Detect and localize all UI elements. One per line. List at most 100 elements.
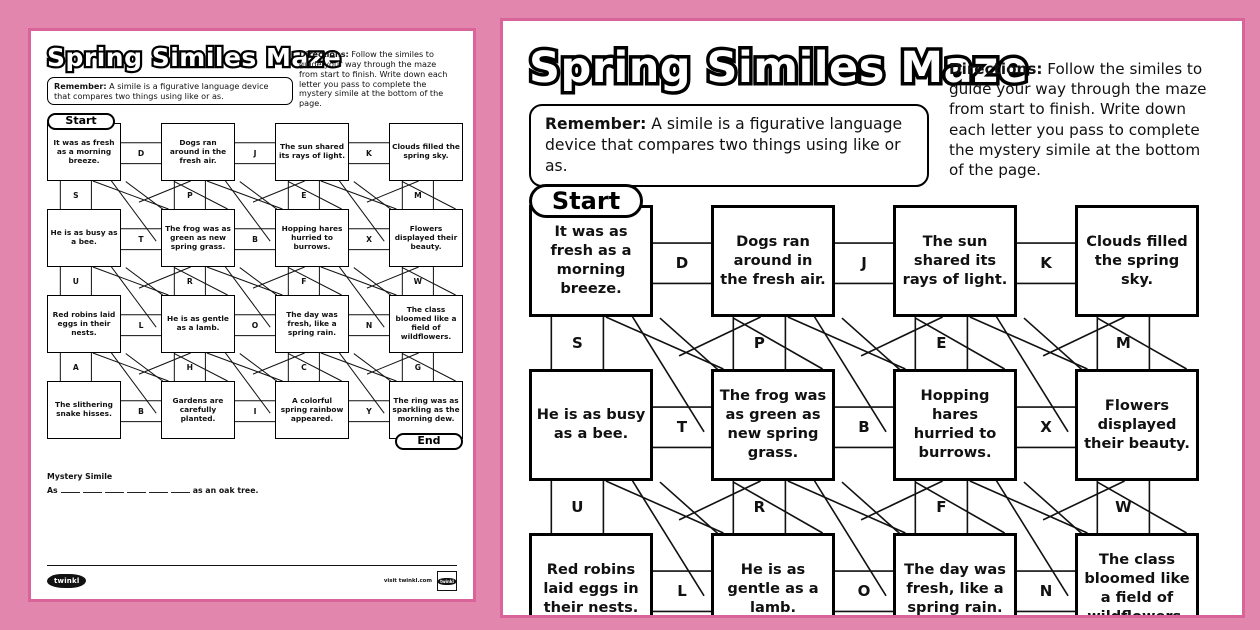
directions-body: Follow the similes to guide your way thr…: [299, 49, 448, 109]
answer-blank[interactable]: [170, 486, 190, 494]
maze-cell[interactable]: Dogs ran around in the fresh air.: [161, 123, 235, 182]
maze-letter-horizontal: L: [138, 320, 144, 330]
directions-text: Directions: Follow the similes to guide …: [949, 47, 1216, 180]
maze-letter-vertical: R: [753, 498, 766, 517]
maze-cell[interactable]: Red robins laid eggs in their nests.: [529, 533, 653, 615]
remember-text: A simile is a figurative language device…: [545, 115, 903, 176]
maze-letter-horizontal: T: [676, 418, 688, 437]
maze-letter-vertical: H: [186, 362, 194, 372]
directions-text: Directions: Follow the similes to guide …: [299, 45, 457, 109]
maze-cell[interactable]: Flowers displayed their beauty.: [389, 209, 463, 268]
maze-letter-horizontal: K: [366, 148, 372, 158]
maze-cell[interactable]: The sun shared its rays of light.: [893, 205, 1017, 318]
maze-cell[interactable]: He is as busy as a bee.: [529, 369, 653, 482]
enlarged-header-left: Spring Similes Maze Remember: A simile i…: [526, 43, 1032, 188]
enlarged-header-right: Directions: Follow the similes to guide …: [949, 47, 1216, 180]
maze-letter-vertical: S: [571, 334, 583, 353]
twinkl-logo[interactable]: twinkl: [47, 574, 87, 588]
maze-grid-enlarged[interactable]: It was as fresh as a morning breeze. Dogs…: [529, 184, 1229, 615]
maze-letter-vertical: A: [72, 362, 79, 372]
maze-letter-vertical: F: [301, 276, 307, 286]
maze-letter-vertical: W: [1115, 498, 1132, 517]
maze-grid-thumbnail[interactable]: It was as fresh as a morning breeze. Dogs…: [47, 112, 467, 468]
maze-letter-vertical: G: [414, 362, 421, 372]
maze-cell[interactable]: He is as gentle as a lamb.: [711, 533, 835, 615]
mystery-prefix: As: [47, 486, 58, 496]
maze-letter-vertical: C: [301, 362, 307, 372]
remember-box: Remember: A simile is a figurative langu…: [47, 77, 293, 106]
page-title: Spring Similes Maze: [45, 43, 343, 73]
maze-cell[interactable]: It was as fresh as a morning breeze.: [529, 205, 653, 318]
remember-text: A simile is a figurative language device…: [54, 81, 269, 102]
worksheet-footer: twinkl visit twinkl.com twinkl: [47, 565, 457, 591]
end-button[interactable]: End: [394, 432, 463, 450]
maze-letter-vertical: P: [187, 190, 193, 200]
maze-letter-vertical: R: [186, 276, 193, 286]
mystery-heading: Mystery Simile: [47, 472, 113, 482]
maze-cell[interactable]: The frog was as green as new spring gras…: [161, 209, 235, 268]
answer-blank[interactable]: [82, 486, 102, 494]
thumbnail-header-left: Spring Similes Maze Remember: A simile i…: [45, 43, 343, 106]
maze-letter-vertical: E: [301, 190, 307, 200]
maze-letter-horizontal: Y: [366, 406, 372, 416]
maze-letter-horizontal: D: [137, 148, 145, 158]
maze-letter-horizontal: K: [1040, 254, 1052, 273]
maze-letter-vertical: W: [413, 276, 423, 286]
maze-letter-horizontal: B: [252, 234, 258, 244]
maze-cell[interactable]: The frog was as green as new spring gras…: [711, 369, 835, 482]
maze-cell[interactable]: It was as fresh as a morning breeze.: [47, 123, 121, 182]
answer-blank[interactable]: [104, 486, 124, 494]
maze-letter-horizontal: T: [138, 234, 144, 244]
maze-letter-horizontal: X: [366, 234, 372, 244]
maze-cell[interactable]: Red robins laid eggs in their nests.: [47, 295, 121, 354]
maze-cell[interactable]: He is as busy as a bee.: [47, 209, 121, 268]
maze-cell[interactable]: Flowers displayed their beauty.: [1075, 369, 1199, 482]
maze-letter-horizontal: O: [251, 320, 259, 330]
maze-letter-horizontal: L: [677, 582, 687, 601]
answer-blank[interactable]: [148, 486, 168, 494]
maze-letter-horizontal: N: [365, 320, 373, 330]
maze-letter-horizontal: I: [253, 406, 257, 416]
maze-cell[interactable]: Clouds filled the spring sky.: [1075, 205, 1199, 318]
maze-cell[interactable]: Hopping hares hurried to burrows.: [275, 209, 349, 268]
maze-letter-vertical: S: [73, 190, 79, 200]
worksheet-enlarged[interactable]: Spring Similes Maze Remember: A simile i…: [500, 18, 1245, 618]
maze-cell[interactable]: A colorful spring rainbow appeared.: [275, 381, 349, 440]
answer-blank[interactable]: [60, 486, 80, 494]
maze-letter-vertical: M: [414, 190, 422, 200]
maze-cell[interactable]: Gardens are carefully planted.: [161, 381, 235, 440]
maze-cell[interactable]: The day was fresh, like a spring rain.: [275, 295, 349, 354]
twinkl-badge-label: twinkl: [438, 577, 456, 585]
maze-letter-horizontal: X: [1040, 418, 1052, 437]
maze-cell[interactable]: The ring was as sparkling as the morning…: [389, 381, 463, 440]
maze-cell[interactable]: The class bloomed like a field of wildfl…: [389, 295, 463, 354]
directions-label: Directions:: [299, 49, 349, 59]
mystery-answer-line[interactable]: As as an oak tree.: [47, 486, 457, 495]
mystery-simile-thumbnail: Mystery Simile As as an oak tree.: [47, 472, 457, 495]
maze-cell[interactable]: He is as gentle as a lamb.: [161, 295, 235, 354]
answer-blank[interactable]: [126, 486, 146, 494]
maze-letter-horizontal: O: [857, 582, 871, 601]
maze-cell[interactable]: The slithering snake hisses.: [47, 381, 121, 440]
start-button[interactable]: Start: [529, 184, 644, 219]
maze-letter-vertical: M: [1115, 334, 1131, 353]
maze-cell[interactable]: Hopping hares hurried to burrows.: [893, 369, 1017, 482]
visit-url[interactable]: visit twinkl.com: [383, 578, 432, 584]
maze-cell[interactable]: The day was fresh, like a spring rain.: [893, 533, 1017, 615]
maze-letter-vertical: P: [753, 334, 765, 353]
twinkl-badge-icon: twinkl: [437, 571, 457, 591]
maze-letter-horizontal: J: [861, 254, 867, 273]
start-button[interactable]: Start: [47, 112, 116, 130]
enlarged-header: Spring Similes Maze Remember: A simile i…: [526, 43, 1216, 188]
page-title: Spring Similes Maze: [526, 43, 1032, 93]
maze-cell[interactable]: The sun shared its rays of light.: [275, 123, 349, 182]
remember-box: Remember: A simile is a figurative langu…: [529, 104, 929, 188]
maze-cell[interactable]: The class bloomed like a field of wildfl…: [1075, 533, 1199, 615]
maze-letter-vertical: F: [936, 498, 947, 517]
maze-cell[interactable]: Dogs ran around in the fresh air.: [711, 205, 835, 318]
maze-letter-horizontal: N: [1039, 582, 1053, 601]
maze-cell[interactable]: Clouds filled the spring sky.: [389, 123, 463, 182]
worksheet-thumbnail[interactable]: Spring Similes Maze Remember: A simile i…: [28, 28, 476, 602]
footer-right: visit twinkl.com twinkl: [384, 571, 457, 591]
